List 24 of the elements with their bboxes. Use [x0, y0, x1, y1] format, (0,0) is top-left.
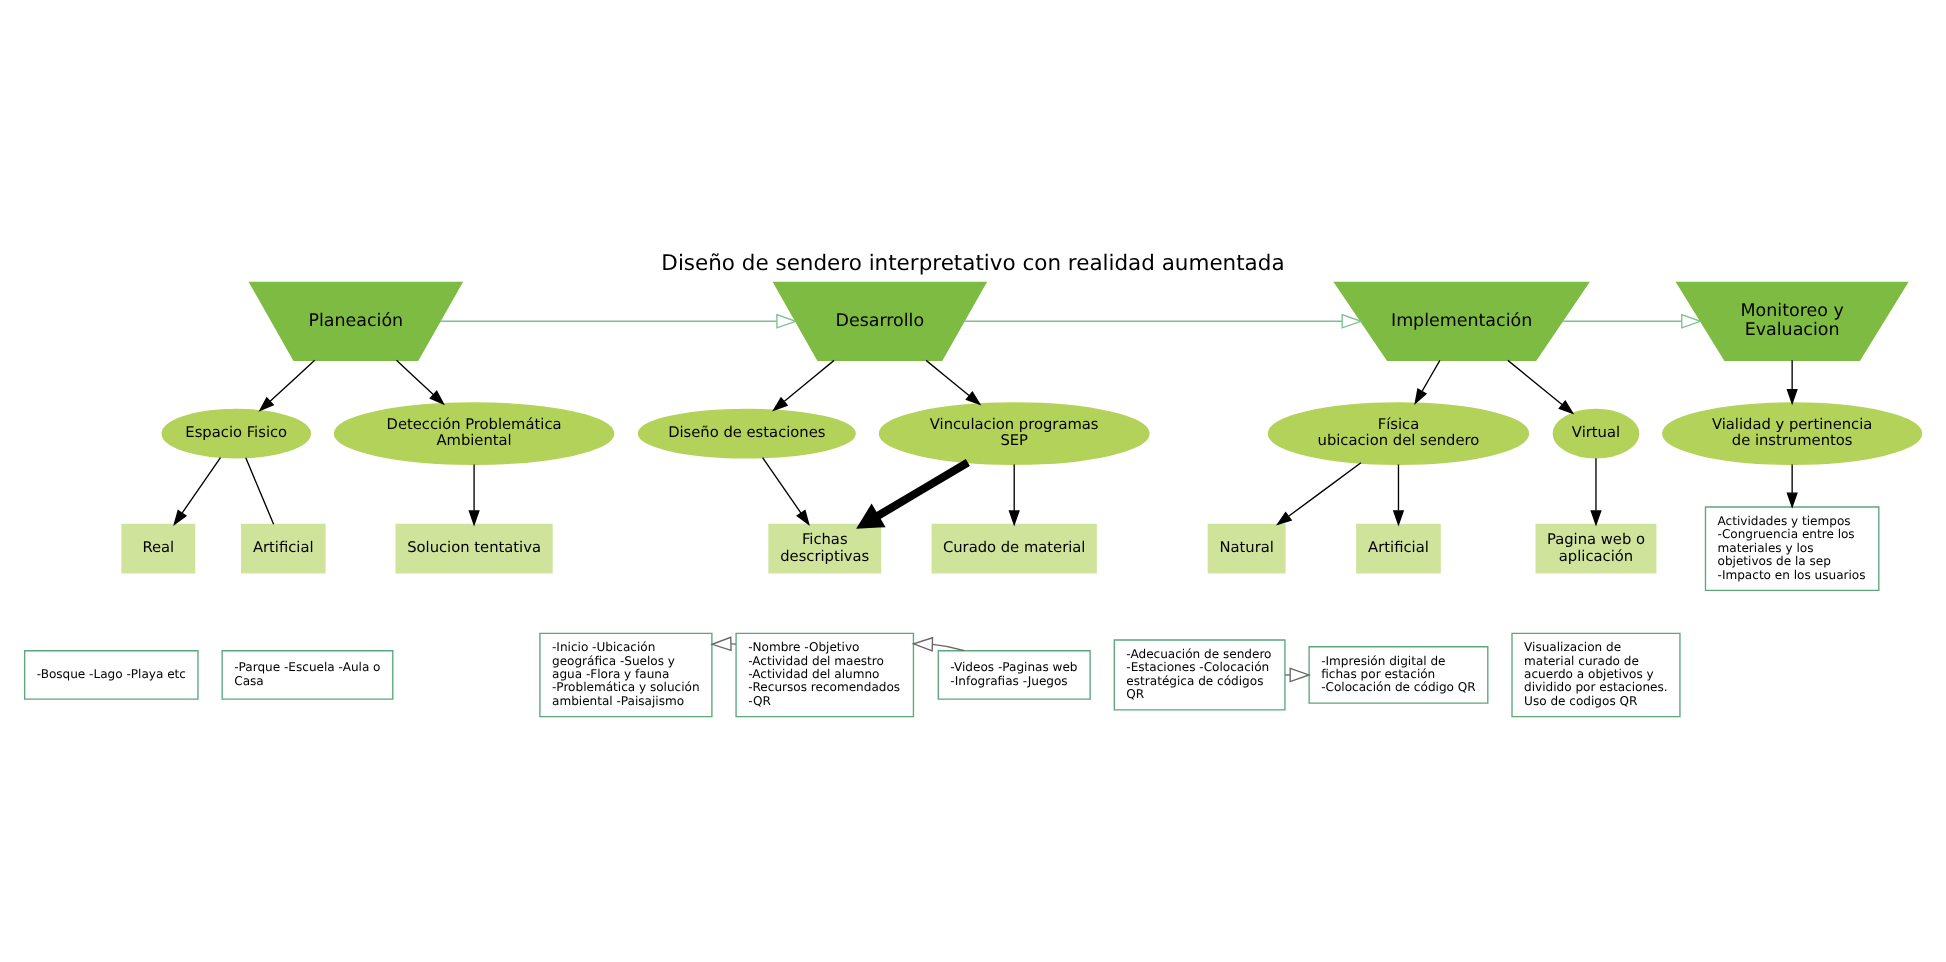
arrow [1786, 462, 1798, 508]
diagram-title: Diseño de sendero interpretativo con realidad aumentada [661, 248, 1285, 275]
arrow [1392, 462, 1405, 526]
arrow [1008, 462, 1020, 526]
arrow [1414, 358, 1441, 404]
arrow [258, 358, 316, 411]
arrow [761, 456, 810, 525]
arrow [468, 462, 480, 526]
arrow [911, 635, 965, 651]
arrow [1561, 312, 1703, 328]
arrow [710, 635, 737, 651]
arrow [925, 358, 982, 405]
connector [245, 456, 275, 524]
arrow [173, 456, 222, 525]
arrow [439, 312, 798, 328]
arrow [1507, 358, 1575, 414]
arrow [1284, 666, 1311, 682]
arrow [1590, 456, 1602, 526]
arrow [963, 312, 1364, 328]
arrow [395, 358, 445, 405]
arrow [1275, 461, 1362, 525]
arrow [772, 358, 835, 411]
arrow [856, 458, 970, 528]
arrow [1786, 358, 1798, 405]
